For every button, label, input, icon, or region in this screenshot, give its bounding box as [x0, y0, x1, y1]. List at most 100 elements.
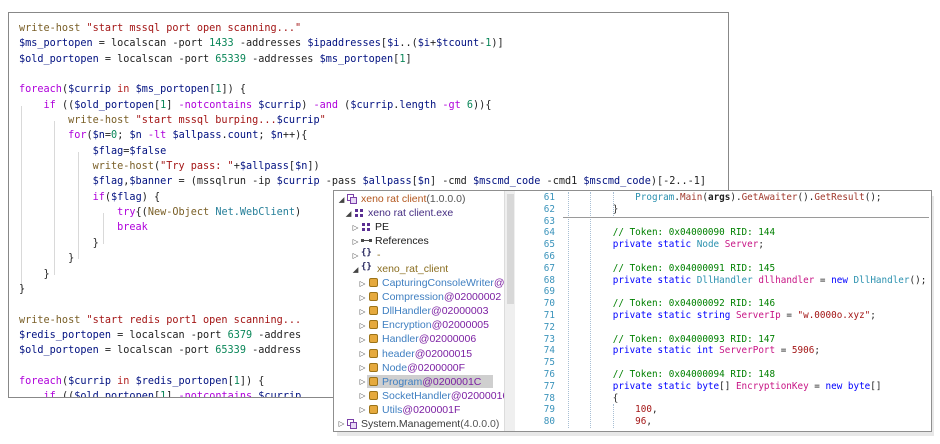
- cls-icon: [368, 278, 379, 288]
- tree-item[interactable]: ▷Encryption @02000005: [334, 318, 504, 332]
- expand-expander-icon[interactable]: ▷: [359, 349, 366, 359]
- tree-item[interactable]: ▷Utils @0200001F: [334, 403, 504, 417]
- collapse-expander-icon[interactable]: ◢: [345, 208, 352, 218]
- tree-item[interactable]: ◢xeno rat client.exe: [334, 206, 504, 220]
- tree-item[interactable]: ▷PE: [334, 220, 504, 234]
- ps-code-line: }: [19, 267, 728, 282]
- code-token: ServerPort: [719, 345, 776, 357]
- tree-item[interactable]: ▷SocketHandler @02000016: [334, 389, 504, 403]
- cs-code-line: 78 {: [515, 393, 931, 405]
- code-token: [19, 130, 68, 141]
- expand-expander-icon[interactable]: ▷: [359, 278, 366, 288]
- code-token: @02000003: [431, 305, 489, 318]
- code-token: SocketHandler: [382, 389, 451, 402]
- tree-item[interactable]: ▷Compression @02000002: [334, 290, 504, 304]
- code-token: length: [399, 99, 437, 111]
- code-token: }: [568, 203, 619, 215]
- code-token: DllHandler: [382, 305, 432, 318]
- expand-expander-icon[interactable]: ▷: [359, 292, 366, 302]
- line-number: 77: [543, 380, 555, 392]
- cls-icon: [368, 404, 379, 415]
- expand-expander-icon[interactable]: ▷: [359, 391, 366, 401]
- code-token: write-host: [68, 115, 130, 127]
- cs-code-line: 77 private static byte[] EncryptionKey =…: [515, 381, 931, 393]
- code-token: ;: [258, 130, 271, 142]
- indent-guide: [102, 213, 104, 244]
- tree-item[interactable]: ▷header @02000015: [334, 347, 504, 361]
- tree-scrollbar-thumb[interactable]: [506, 194, 514, 304]
- tree-item[interactable]: ▷CapturingConsoleWriter @0: [334, 276, 504, 290]
- asm-icon: [347, 194, 358, 205]
- expand-expander-icon[interactable]: ▷: [359, 306, 366, 316]
- code-token: $mscmd_code: [472, 176, 541, 188]
- asm-icon: [347, 418, 358, 429]
- tree-scrollbar[interactable]: [504, 191, 515, 431]
- ps-code-line: $old_portopen = localscan -port 65339 -a…: [19, 52, 728, 67]
- code-token: {: [568, 392, 619, 404]
- tree-item[interactable]: ◢xeno rat client (1.0.0.0): [334, 192, 504, 206]
- expand-expander-icon[interactable]: ▷: [352, 236, 359, 246]
- decompiled-code-pane[interactable]: 61 Program.Main(args).GetAwaiter().GetRe…: [515, 192, 931, 431]
- code-token: )]: [491, 38, 504, 50]
- code-token: private static string: [612, 309, 731, 321]
- code-token: for: [68, 130, 87, 142]
- expand-expander-icon[interactable]: ▷: [359, 363, 366, 373]
- indent-guide: [590, 192, 592, 428]
- code-token: [568, 345, 613, 356]
- code-token: =: [780, 309, 798, 321]
- expand-expander-icon[interactable]: ▷: [359, 405, 366, 415]
- ps-code-line: $flag=$false: [19, 144, 728, 159]
- code-token: (: [153, 161, 161, 173]
- powershell-code[interactable]: write-host "start mssql port open scanni…: [19, 21, 728, 397]
- expand-expander-icon[interactable]: ▷: [338, 419, 345, 429]
- expand-expander-icon[interactable]: ▷: [359, 334, 366, 344]
- expand-expander-icon[interactable]: ▷: [359, 377, 366, 387]
- code-token: @02000002: [443, 291, 502, 304]
- code-token: ;: [117, 130, 130, 142]
- collapse-expander-icon[interactable]: ◢: [338, 194, 345, 204]
- line-number: 80: [543, 416, 555, 428]
- code-token: ): [295, 207, 302, 219]
- code-token: private static byte: [612, 380, 720, 392]
- selected-tree-item-highlight[interactable]: Program @0200001C: [367, 375, 494, 389]
- code-token: Server: [724, 239, 759, 251]
- code-token: GetAwaiter: [741, 192, 798, 203]
- tree-item[interactable]: ▷System.Management (4.0.0.0): [334, 417, 504, 431]
- code-token: []: [870, 380, 882, 392]
- expand-expander-icon[interactable]: ▷: [359, 320, 366, 330]
- tree-item[interactable]: ▷Handler @02000006: [334, 332, 504, 346]
- code-token: $currip: [276, 176, 320, 188]
- code-token: -lt: [147, 130, 167, 142]
- code-token: Encryption: [382, 319, 432, 332]
- assembly-explorer-tree[interactable]: ◢xeno rat client (1.0.0.0)◢xeno rat clie…: [334, 192, 504, 431]
- code-token: -: [377, 249, 381, 262]
- tree-item[interactable]: ▷-: [334, 248, 504, 262]
- ps-code-line: [19, 67, 728, 82]
- tree-item[interactable]: ▷Node @0200000F: [334, 361, 504, 375]
- line-number: 71: [543, 309, 555, 321]
- tree-item[interactable]: ▷Program @0200001C: [334, 375, 504, 389]
- code-token: [568, 298, 613, 309]
- code-token: System.Management: [361, 417, 461, 430]
- code-token: ]: [405, 53, 412, 65]
- code-token: -gt: [442, 99, 461, 111]
- code-token: $n: [295, 161, 308, 173]
- tree-item[interactable]: ▷References: [334, 234, 504, 248]
- code-token: EncryptionKey: [735, 380, 809, 392]
- code-token: $currip: [276, 115, 320, 127]
- method-separator-line: [563, 216, 929, 218]
- line-number: 70: [543, 298, 555, 310]
- expand-expander-icon[interactable]: ▷: [352, 222, 359, 232]
- code-token: -notcontains: [178, 99, 253, 111]
- tree-item[interactable]: ◢xeno_rat_client: [334, 262, 504, 276]
- code-token: ] -cmd: [430, 176, 473, 188]
- tree-item[interactable]: ▷ DllHandler @02000003: [334, 304, 504, 318]
- expand-expander-icon[interactable]: ▷: [352, 250, 359, 260]
- ps-code-line: $ms_portopen = localscan -port 1433 -add…: [19, 36, 728, 51]
- code-token: [568, 192, 635, 203]
- cs-code-line: 69: [515, 286, 931, 298]
- code-token: $allpass: [172, 130, 222, 142]
- cs-code-line: 70 // Token: 0x04000092 RID: 146: [515, 298, 931, 310]
- collapse-expander-icon[interactable]: ◢: [352, 264, 359, 274]
